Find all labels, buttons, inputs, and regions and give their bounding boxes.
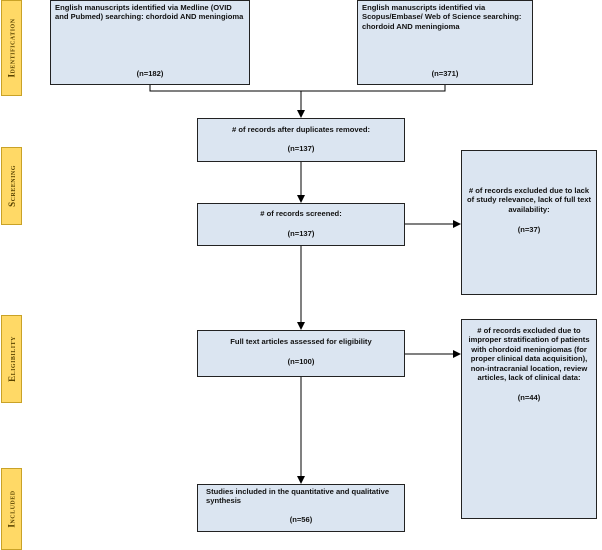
phase-eligibility: Eligibility (1, 315, 22, 403)
included-box: Studies included in the quantitative and… (197, 484, 405, 532)
scopus-text: English manuscripts identified via Scopu… (362, 3, 522, 31)
screened-count: (n=137) (287, 229, 315, 239)
medline-text: English manuscripts identified via Medli… (55, 3, 244, 22)
excluded-screening-text: # of records excluded due to lack of stu… (466, 186, 592, 214)
scopus-box: English manuscripts identified via Scopu… (357, 0, 533, 85)
fulltext-box: Full text articles assessed for eligibil… (197, 330, 405, 377)
excluded-screening-box: # of records excluded due to lack of stu… (461, 150, 597, 295)
duplicates-text: # of records after duplicates removed: (232, 125, 370, 134)
merge-connector (149, 85, 446, 92)
phase-identification: Identification (1, 0, 22, 96)
duplicates-box: # of records after duplicates removed: (… (197, 118, 405, 162)
excluded-eligibility-text: # of records excluded due to improper st… (468, 326, 590, 383)
fulltext-text: Full text articles assessed for eligibil… (230, 337, 372, 346)
fulltext-count: (n=100) (287, 357, 315, 367)
included-text: Studies included in the quantitative and… (206, 487, 390, 506)
excluded-eligibility-count: (n=44) (517, 392, 541, 402)
phase-screening: Screening (1, 147, 22, 225)
scopus-count: (n=371) (431, 69, 459, 78)
medline-box: English manuscripts identified via Medli… (50, 0, 250, 85)
screened-text: # of records screened: (260, 209, 342, 218)
duplicates-count: (n=137) (287, 144, 315, 154)
included-count: (n=56) (289, 514, 313, 524)
excluded-eligibility-box: # of records excluded due to improper st… (461, 319, 597, 519)
screened-box: # of records screened: (n=137) (197, 203, 405, 246)
medline-count: (n=182) (136, 69, 164, 78)
excluded-screening-count: (n=37) (517, 225, 541, 235)
